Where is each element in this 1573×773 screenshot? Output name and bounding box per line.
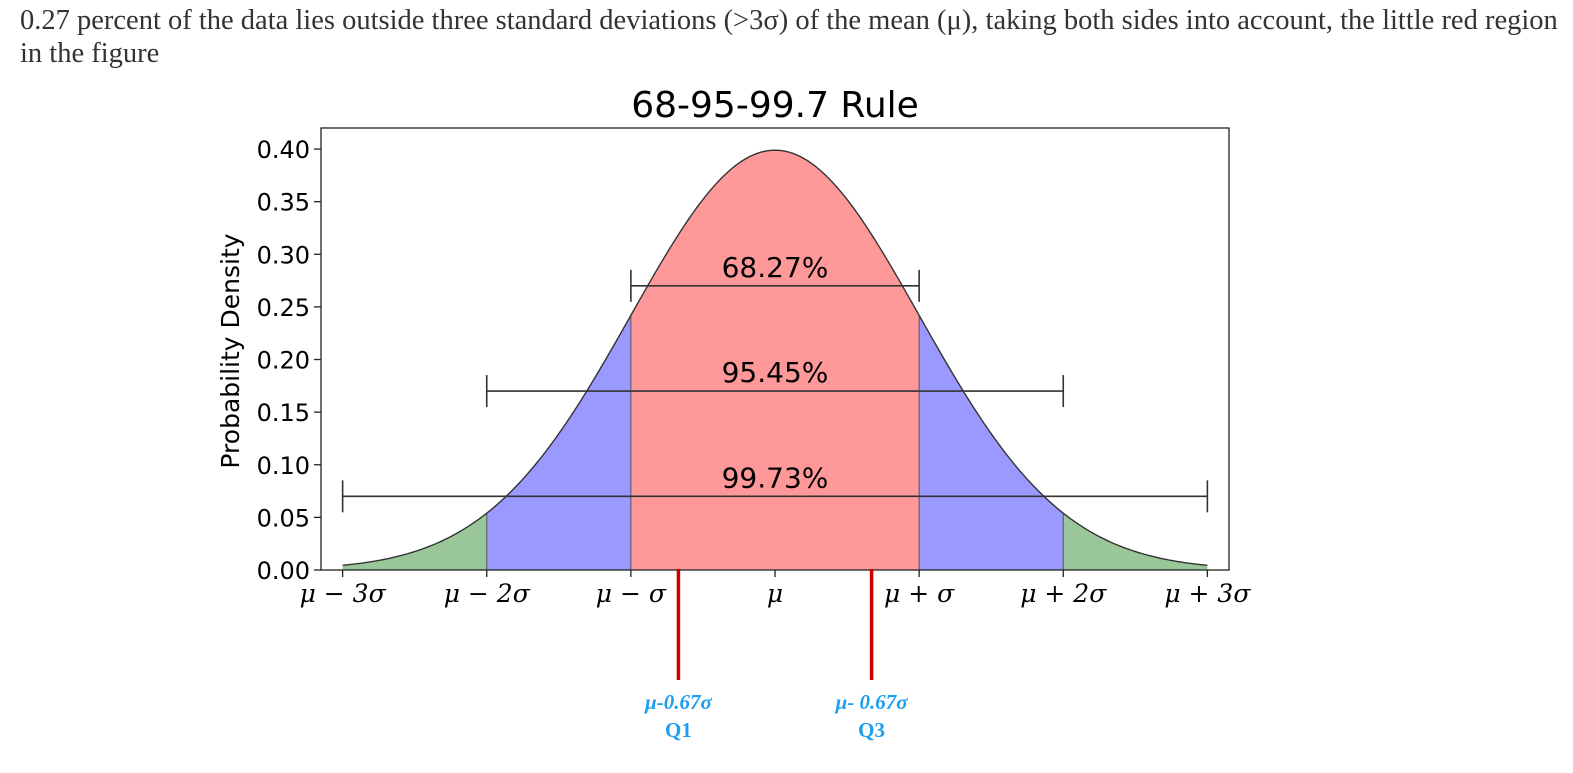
x-tick-label: μ bbox=[767, 579, 783, 608]
region-0 bbox=[630, 150, 920, 570]
quartile-formula: μ- 0.67σ bbox=[835, 690, 909, 714]
x-axis: μ − 3σ μ − 2σ μ − σ μ μ + σ μ + 2σ μ + 3σ bbox=[300, 570, 1251, 608]
quartile-name: Q1 bbox=[665, 718, 692, 742]
y-tick-label: 0.10 bbox=[257, 452, 310, 480]
x-tick-label: μ + 2σ bbox=[1020, 579, 1107, 608]
quartile-formula: μ-0.67σ bbox=[644, 690, 712, 714]
y-tick-label: 0.05 bbox=[257, 504, 310, 532]
interval-2: 99.73% bbox=[341, 461, 1209, 513]
region-4 bbox=[1063, 513, 1208, 570]
chart-title: 68-95-99.7 Rule bbox=[631, 85, 919, 126]
x-tick-label: μ − 2σ bbox=[444, 579, 531, 608]
caption-text: 0.27 percent of the data lies outside th… bbox=[20, 5, 1558, 69]
quartile-name: Q3 bbox=[858, 718, 885, 742]
interval-0: 68.27% bbox=[630, 251, 920, 302]
interval-1: 95.45% bbox=[485, 356, 1065, 408]
y-tick-label: 0.00 bbox=[257, 557, 310, 585]
y-tick-label: 0.30 bbox=[257, 241, 310, 269]
shaded-regions bbox=[342, 150, 1208, 570]
interval-label: 99.73% bbox=[722, 461, 829, 494]
x-tick-label: μ + σ bbox=[884, 579, 955, 608]
x-tick-label: μ − 3σ bbox=[300, 579, 387, 608]
y-tick-label: 0.15 bbox=[257, 399, 310, 427]
interval-bars: 68.27% 95.45% 99.73% bbox=[341, 251, 1209, 513]
interval-label: 68.27% bbox=[722, 251, 829, 284]
y-tick-label: 0.25 bbox=[257, 294, 310, 322]
y-axis-label: Probability Density bbox=[216, 233, 245, 468]
y-tick-label: 0.20 bbox=[257, 347, 310, 375]
y-tick-label: 0.35 bbox=[257, 189, 310, 217]
interval-label: 95.45% bbox=[722, 356, 829, 389]
density-curve bbox=[342, 149, 1208, 567]
x-tick-label: μ + 3σ bbox=[1164, 579, 1251, 608]
region-3 bbox=[342, 513, 487, 570]
y-tick-label: 0.40 bbox=[257, 136, 310, 164]
y-axis: 0.00 0.05 0.10 0.15 0.20 0.25 0.30 0.35 0.40 bbox=[257, 136, 321, 585]
x-tick-label: μ − σ bbox=[596, 579, 667, 608]
